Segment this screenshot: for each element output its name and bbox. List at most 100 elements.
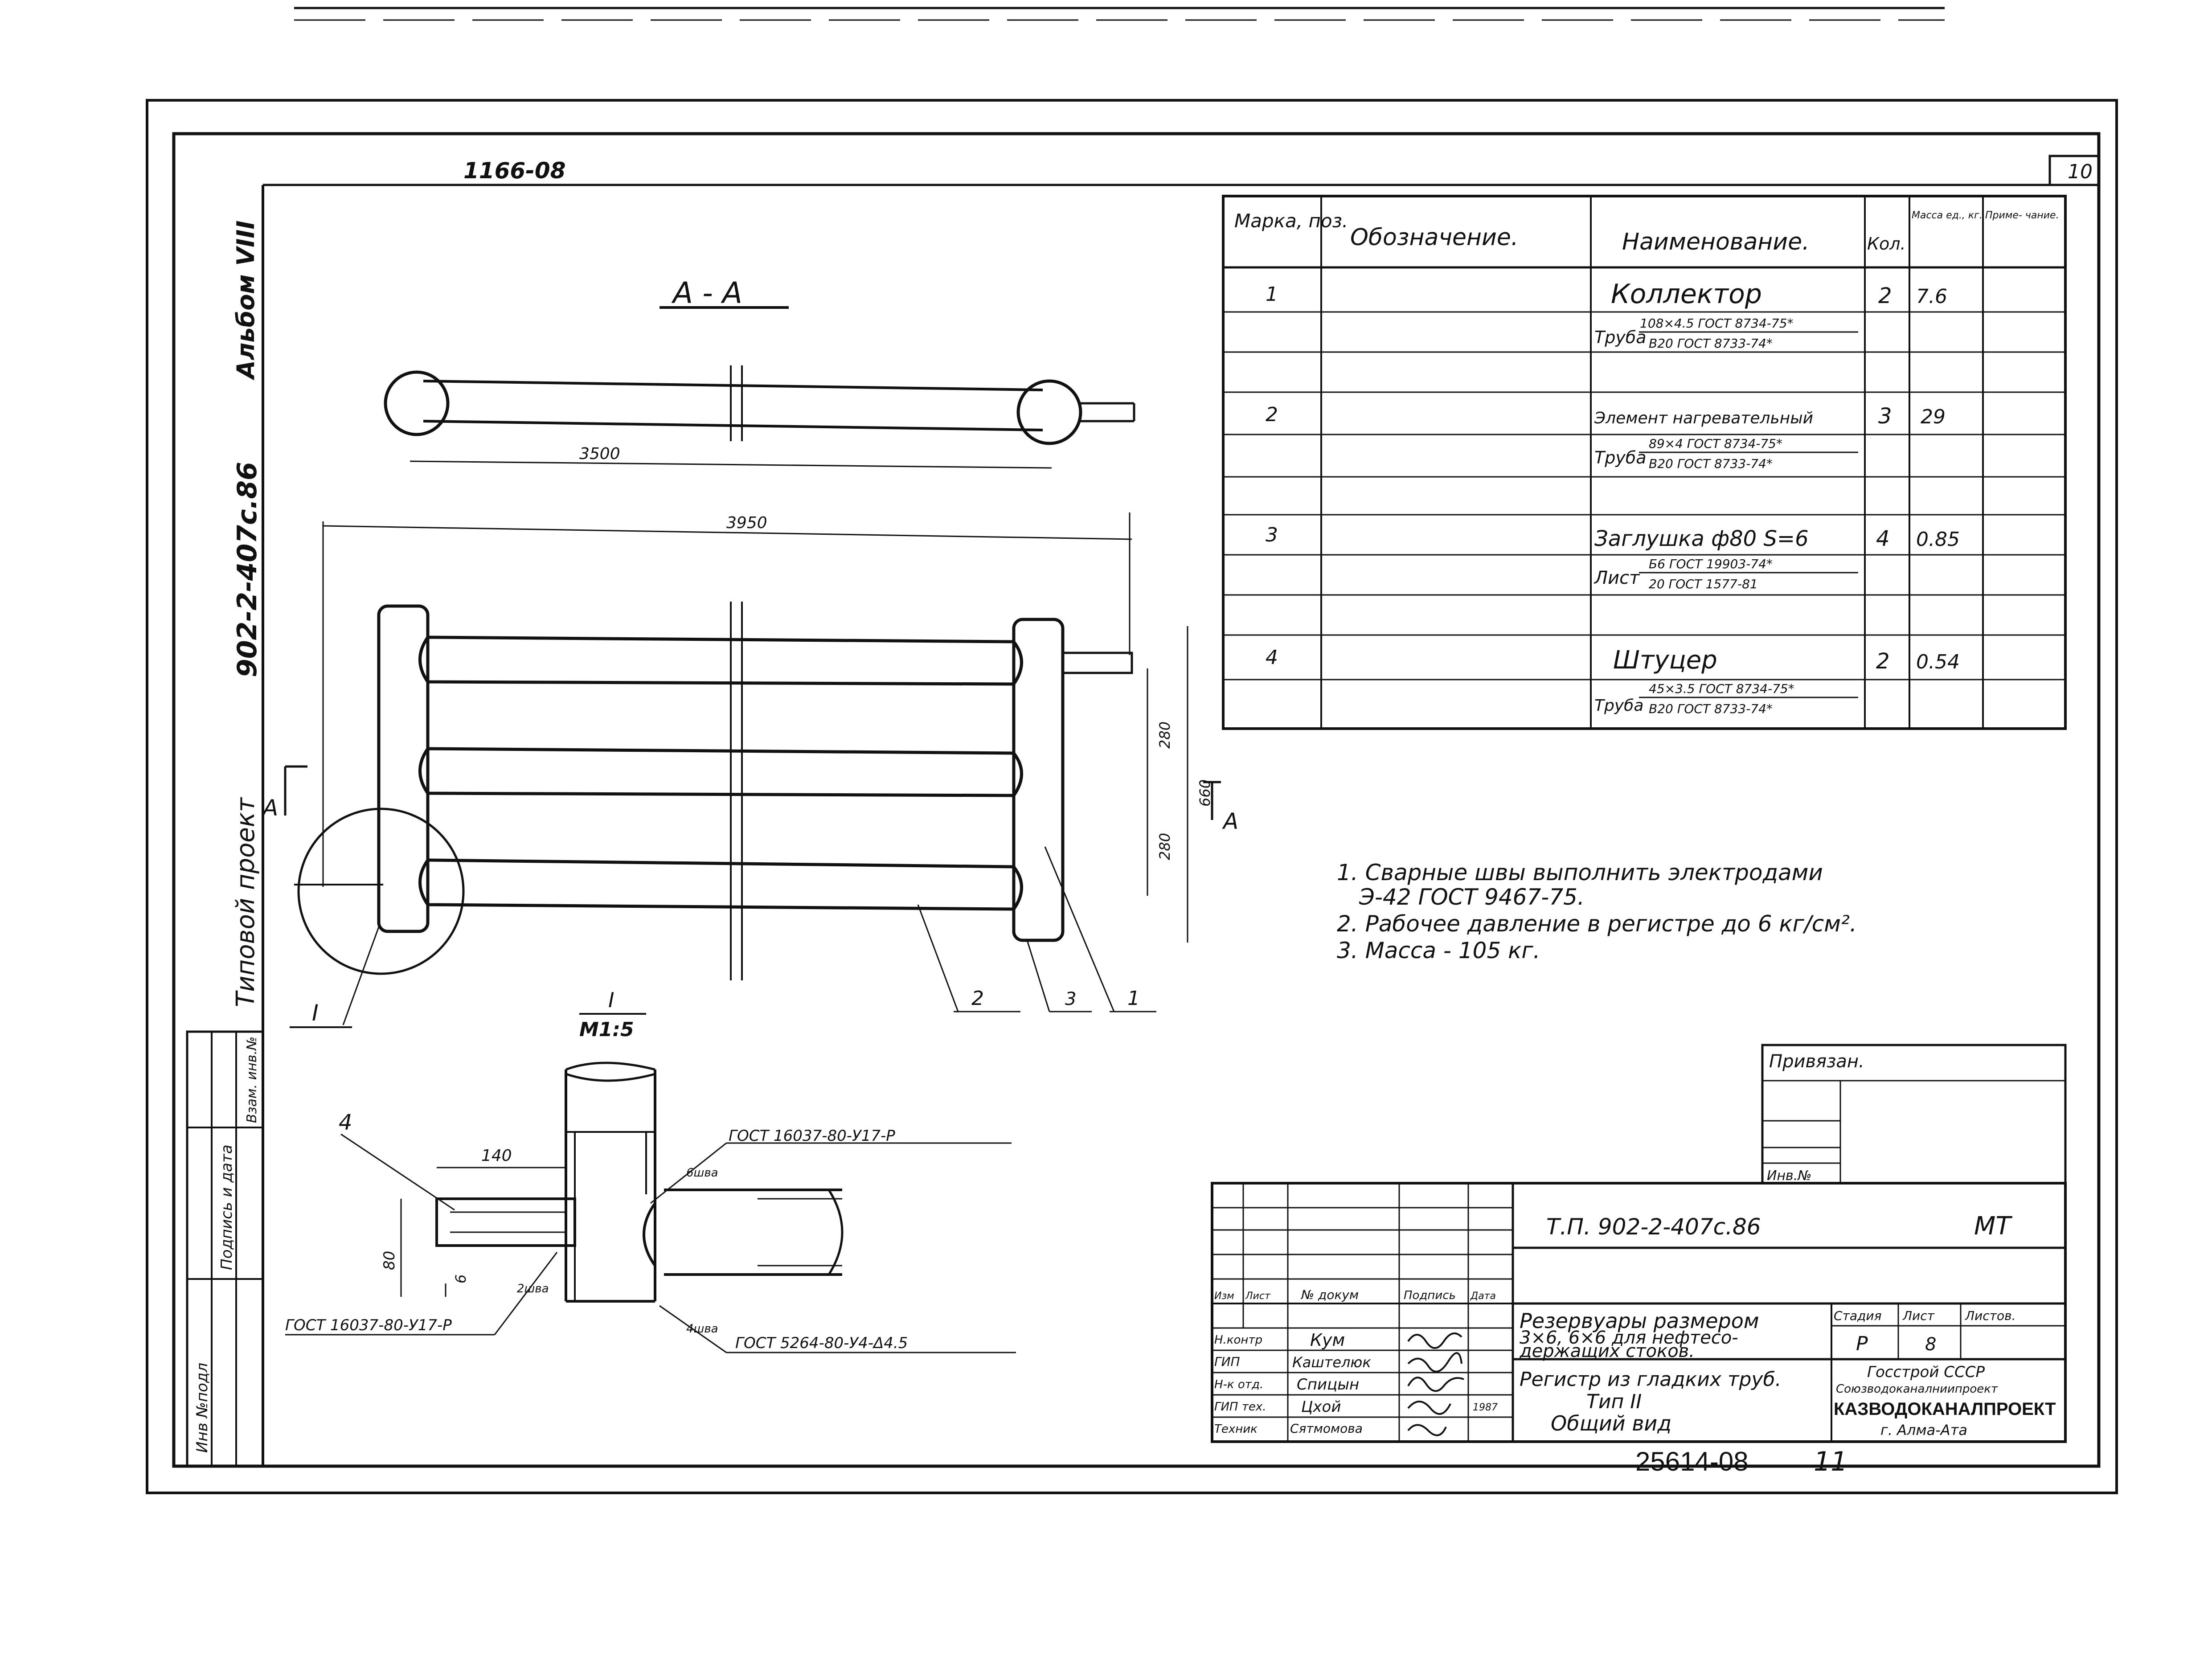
weld-label-3: 4шва (686, 1322, 718, 1336)
album-label: Альбом VIII (232, 221, 260, 381)
tb-role: Н-к отд. (1214, 1378, 1263, 1391)
row-qty: 4 (1876, 526, 1890, 551)
weld-note-top: ГОСТ 16037-80-У17-Р (729, 1127, 895, 1145)
row-sub-bottom: 20 ГОСТ 1577-81 (1649, 577, 1758, 591)
row-sub-prefix: Труба (1594, 697, 1643, 715)
top-stamp: 1166-08 (463, 158, 566, 184)
sheet-value: 8 (1925, 1334, 1936, 1355)
stage-label: Стадия (1834, 1308, 1881, 1323)
dim-6: 6 (452, 1275, 469, 1283)
leader-line (917, 904, 959, 1012)
signature-mark (1407, 1424, 1447, 1436)
row-sub-prefix: Труба (1594, 328, 1647, 347)
strip-label-signature: Подпись и дата (218, 1144, 236, 1270)
row-sub-top: 45×3.5 ГОСТ 8734-75* (1649, 681, 1794, 696)
row-mass: 7.6 (1916, 285, 1947, 308)
org-line-3: КАЗВОДОКАНАЛПРОЕКТ (1834, 1399, 2056, 1419)
sheet-label: Лист (1902, 1308, 1935, 1323)
title-block (1211, 1182, 2067, 1443)
leader-line (1044, 846, 1115, 1012)
header-name: Наименование. (1622, 229, 1810, 255)
detail-pos-4: 4 (339, 1110, 352, 1135)
dim-80: 80 (381, 1251, 398, 1270)
note-line-1: 1. Сварные швы выполнить электродами (1337, 860, 1823, 885)
signature-mark (1407, 1401, 1451, 1415)
strip-label-inv: Инв №подл (193, 1363, 211, 1453)
leader-line (342, 926, 380, 1025)
section-mark-left: А (262, 795, 278, 821)
tb-date: 1987 (1473, 1402, 1498, 1413)
section-aa-view (384, 365, 1135, 469)
row-mass: 29 (1921, 406, 1946, 428)
signature-mark (1407, 1332, 1462, 1349)
sheet-number-box (2048, 155, 2100, 186)
signature-mark (1407, 1352, 1462, 1373)
leader-line (650, 1142, 727, 1204)
note-line-2: Э-42 ГОСТ 9467-75. (1359, 884, 1585, 910)
spec-table (1222, 195, 2067, 730)
archive-sheet: 11 (1814, 1446, 1847, 1477)
dim-660: 660 (1196, 779, 1213, 807)
row-sub-top: Б6 ГОСТ 19903-74* (1649, 557, 1773, 571)
weld-label-1: 6шва (686, 1166, 718, 1180)
dim-140: 140 (481, 1147, 512, 1165)
doc-code: Т.П. 902-2-407с.86 (1546, 1214, 1761, 1240)
object-title-1: Резервуары размером (1520, 1309, 1759, 1333)
header-mark: Марка, поз. (1234, 210, 1348, 232)
row-pos: 4 (1266, 646, 1278, 669)
sheet-title-3: Общий вид (1551, 1411, 1671, 1435)
row-name: Заглушка ф80 S=6 (1594, 526, 1809, 551)
tb-name: Каштелюк (1292, 1354, 1371, 1371)
row-pos: 2 (1266, 403, 1278, 426)
tb-name: Сятмомова (1290, 1421, 1363, 1436)
weld-note-bottom: ГОСТ 5264-80-У4-Δ4.5 (735, 1334, 908, 1352)
tb-header-sheet: Лист (1245, 1291, 1271, 1302)
row-sub-bottom: В20 ГОСТ 8733-74* (1649, 336, 1773, 351)
typical-project-label: Типовой проект (231, 797, 260, 1007)
tb-header-doc: № докум (1300, 1287, 1359, 1302)
row-qty: 3 (1878, 404, 1892, 429)
row-sub-top: 108×4.5 ГОСТ 8734-75* (1640, 316, 1794, 331)
detail-i-view (400, 1062, 844, 1303)
sheet-title-2: Тип II (1586, 1390, 1642, 1413)
dim-3950: 3950 (726, 514, 767, 532)
sheet-title-1: Регистр из гладких труб. (1520, 1368, 1782, 1391)
tb-role: Н.контр (1214, 1333, 1262, 1347)
org-line-1: Госстрой СССР (1867, 1363, 1985, 1381)
row-sub-top: 89×4 ГОСТ 8734-75* (1649, 436, 1782, 451)
header-mass: Масса ед., кг. (1912, 210, 1983, 221)
row-pos: 1 (1266, 283, 1278, 306)
signature-mark (1407, 1377, 1464, 1392)
binding-title: Привязан. (1769, 1051, 1864, 1072)
row-mass: 0.85 (1916, 528, 1960, 551)
dim-line-3950 (323, 525, 1132, 540)
note-line-3: 2. Рабочее давление в регистре до 6 кг/с… (1337, 911, 1857, 937)
org-line-2: Союзводоканалниипроект (1836, 1382, 1998, 1396)
inner-frame (172, 132, 2101, 1468)
sheets-label: Листов. (1965, 1308, 2016, 1323)
tb-name: Кум (1310, 1330, 1345, 1350)
register-plan-view (294, 602, 1133, 980)
tb-header-rev: Изм (1214, 1291, 1234, 1302)
outer-frame (146, 99, 2118, 1494)
binding-inv: Инв.№ (1767, 1168, 1811, 1184)
tb-role: ГИП тех. (1214, 1400, 1266, 1414)
section-mark-right: А (1222, 808, 1238, 834)
sheet-number: 10 (2068, 160, 2093, 183)
note-line-4: 3. Масса - 105 кг. (1337, 938, 1540, 963)
tb-header-date: Дата (1470, 1291, 1496, 1302)
row-name: Коллектор (1611, 279, 1762, 310)
strip-label-replace: Взам. инв.№ (244, 1037, 260, 1123)
header-designation: Обозначение. (1350, 224, 1518, 251)
left-strip (186, 1030, 264, 1467)
row-qty: 2 (1878, 283, 1892, 308)
row-pos: 3 (1266, 524, 1278, 546)
dim-280-bottom: 280 (1156, 833, 1173, 860)
weld-label-2: 2шва (517, 1282, 549, 1295)
row-sub-prefix: Труба (1594, 448, 1647, 467)
header-qty: Кол. (1867, 234, 1906, 254)
dim-280-top: 280 (1156, 721, 1173, 749)
archive-number: 25614-08 (1635, 1447, 1749, 1476)
doc-mark: МТ (1974, 1212, 2012, 1241)
